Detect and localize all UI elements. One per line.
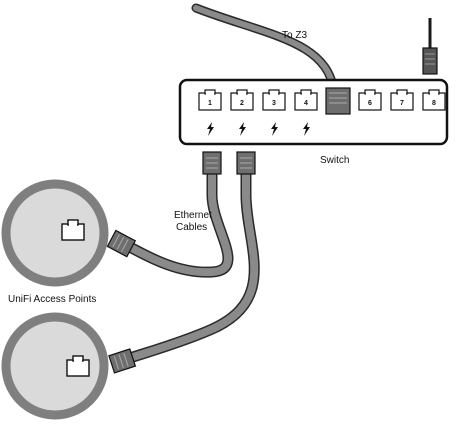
ap-ethernet-port-icon [66,355,90,377]
ethernet-cable-lower-ap [108,151,260,374]
to-z3-label: To Z3 [282,30,307,41]
port-number-label: 6 [368,100,372,107]
access-point-lower [1,312,109,420]
ethernet-cables-label-line1: Ethernet [174,210,212,221]
ethernet-cable-upper-ap [106,151,234,278]
switch-port-5 [325,87,351,115]
poe-bolt-icon [239,122,246,136]
ethernet-cables-label-line2: Cables [176,222,207,233]
poe-bolt-icon [303,122,310,136]
access-point-upper [1,179,109,287]
ap-ethernet-port-icon [61,219,85,241]
switch: 1 2 3 4 6 7 8 [178,78,449,146]
uplink-cable [191,3,339,97]
power-cable [422,18,438,75]
switch-port-8: 8 [422,89,446,111]
port-number-label: 7 [400,100,404,107]
switch-port-1: 1 [198,89,222,136]
switch-port-7: 7 [390,89,414,111]
port-number-label: 1 [208,100,212,107]
switch-port-3: 3 [262,89,286,136]
port-number-label: 4 [304,100,308,107]
poe-bolt-icon [271,122,278,136]
port-number-label: 3 [272,100,276,107]
switch-ports: 1 2 3 4 6 7 8 [198,87,446,136]
switch-port-4: 4 [294,89,318,136]
poe-bolt-icon [207,122,214,136]
access-points-label: UniFi Access Points [8,294,96,305]
port-number-label: 2 [240,100,244,107]
switch-port-6: 6 [358,89,382,111]
switch-port-2: 2 [230,89,254,136]
port-number-label: 8 [432,100,436,107]
switch-label: Switch [320,155,349,166]
